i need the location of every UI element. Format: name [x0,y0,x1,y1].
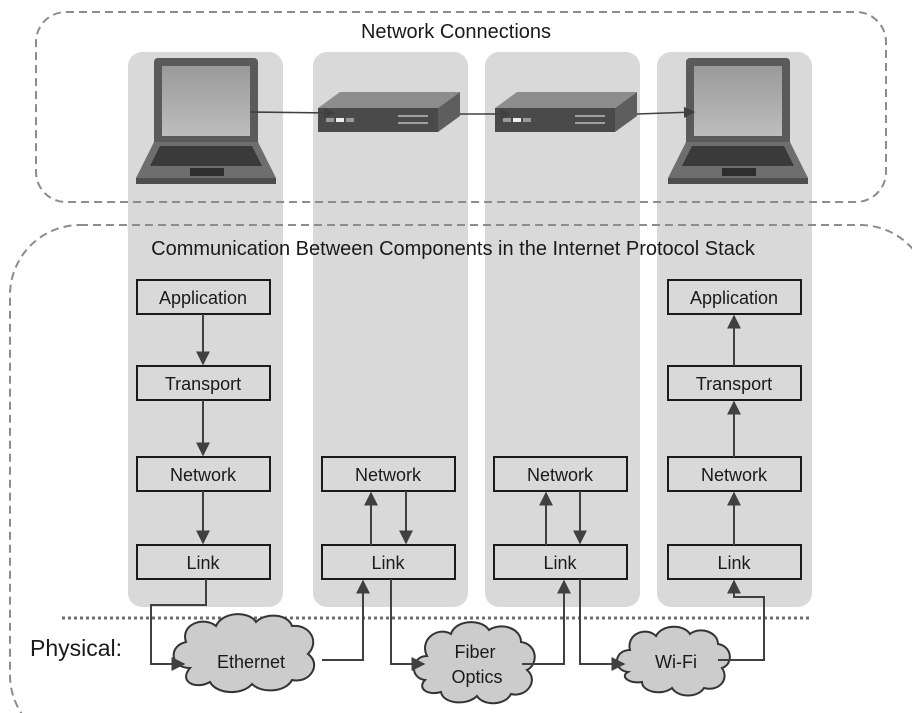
connection-arrow [249,107,336,119]
router-icon [317,91,461,133]
link-layer-box [136,544,271,580]
ethernet-label: Ethernet [217,652,285,672]
network-layer-label: Network [527,465,594,485]
fiber-optics-cloud [413,621,536,705]
wifi-label: Wi-Fi [655,652,697,672]
application-layer-box [667,279,802,315]
router1-to-fiber-line [390,579,426,671]
fiber-to-router2-line [522,579,571,665]
ethernet-cloud [172,613,315,693]
link-layer-label: Link [371,553,405,573]
network-layer-label: Network [701,465,768,485]
wifi-to-host-line [718,579,765,661]
link-to-ethernet-line [150,579,207,671]
physical-label: Physical: [30,635,122,661]
link-layer-label: Link [186,553,220,573]
application-layer-label: Application [159,288,247,308]
laptop-icon [668,58,808,184]
network-layer-box [321,456,456,492]
column-router-1 [313,52,468,607]
link-layer-box [667,544,802,580]
transport-layer-label: Transport [165,374,241,394]
network-layer-label: Network [355,465,422,485]
network-layer-box [667,456,802,492]
network-layer-label: Network [170,465,237,485]
transport-layer-box [667,365,802,401]
wifi-cloud [616,625,731,697]
fiber-optics-label-line2: Optics [451,667,502,687]
transport-layer-label: Transport [696,374,772,394]
transport-layer-box [136,365,271,401]
column-router-2 [485,52,640,607]
link-layer-label: Link [717,553,751,573]
application-layer-box [136,279,271,315]
laptop-icon [136,58,276,184]
network-connections-frame [35,11,887,203]
connection-arrow [636,106,696,118]
network-connections-title: Network Connections [361,21,551,43]
fiber-optics-label-line1: Fiber [454,642,495,662]
link-layer-box [321,544,456,580]
link-layer-box [493,544,628,580]
network-layer-box [493,456,628,492]
application-layer-label: Application [690,288,778,308]
link-layer-label: Link [543,553,577,573]
protocol-stack-frame [9,224,912,713]
protocol-stack-title: Communication Between Components in the … [151,238,756,260]
ethernet-to-router1-line [322,579,370,661]
router-icon [494,91,638,133]
router2-to-wifi-line [579,579,626,671]
